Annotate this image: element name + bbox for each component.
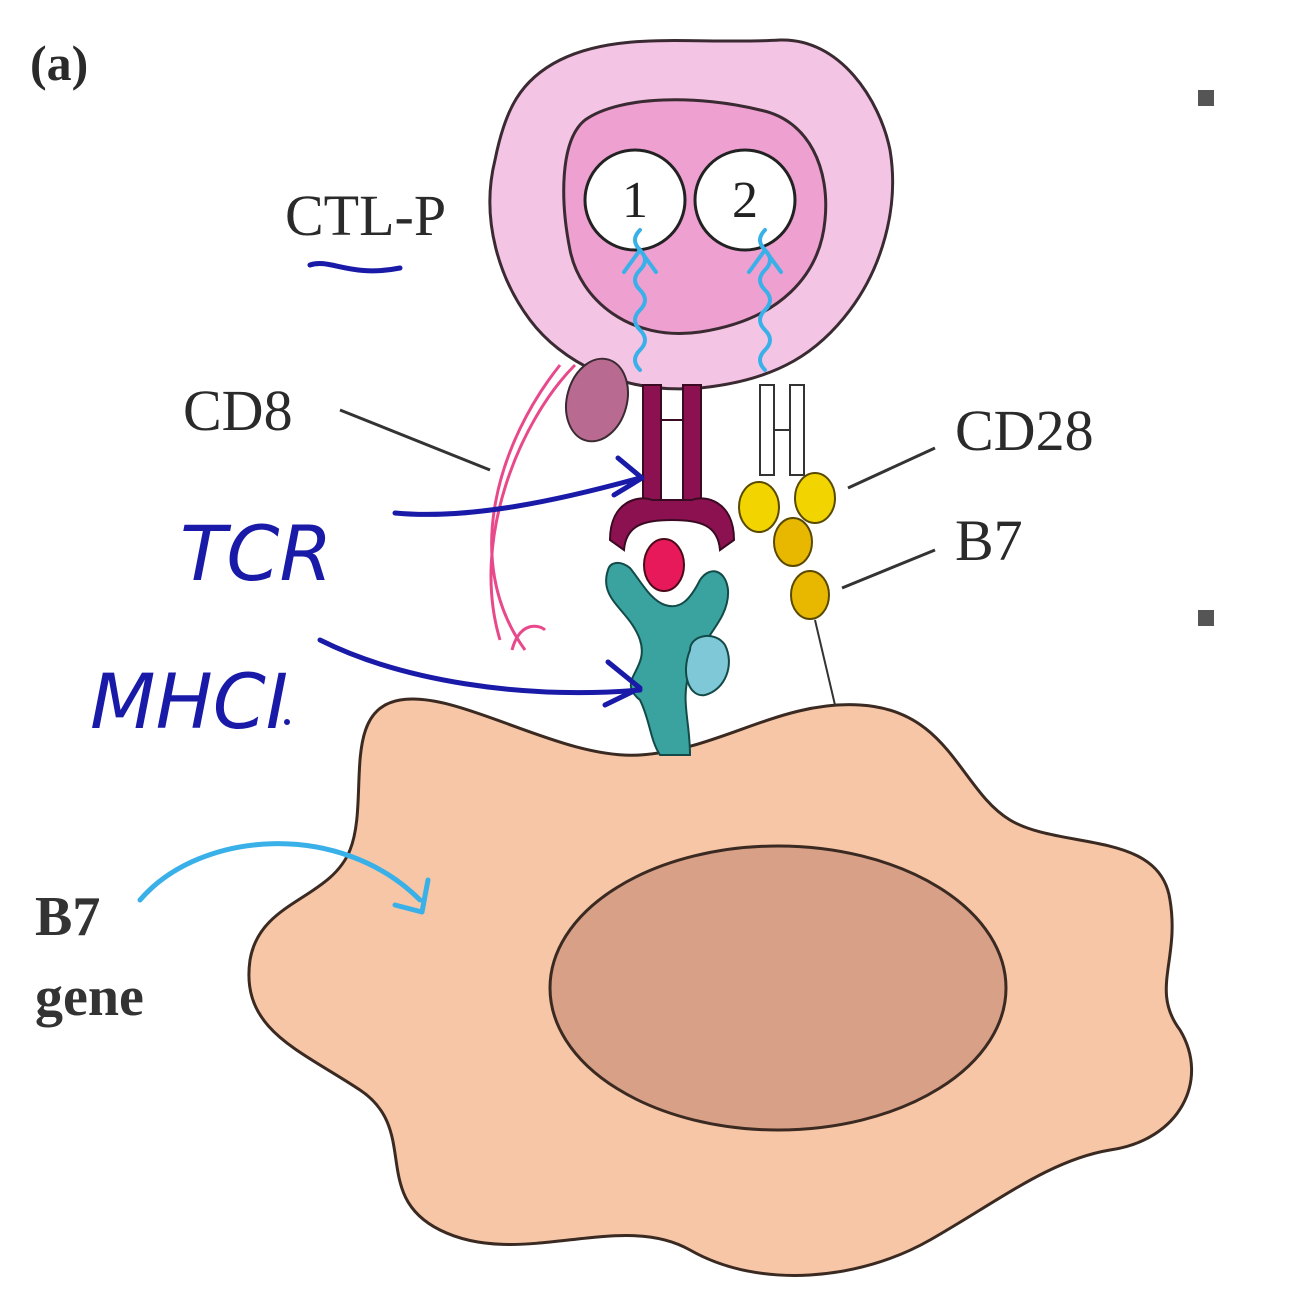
ink-dot — [284, 719, 290, 725]
cd8-leader-line — [339, 408, 491, 472]
tcr-handwritten-arrow — [392, 455, 645, 517]
panel-label: (a) — [30, 35, 88, 91]
b7-label: B7 — [955, 508, 1023, 573]
tcr-receptor — [608, 384, 736, 552]
tcr-handwritten-label: TCR — [180, 509, 332, 598]
b7-leader-line — [841, 548, 936, 590]
signal-2-circle — [693, 148, 797, 252]
mhc-class-i — [605, 562, 730, 756]
signal-2-arrow — [747, 228, 783, 372]
cd28-receptor — [759, 384, 805, 476]
cd28-leader-line — [847, 446, 936, 490]
b7-gene-label-line1: B7 — [35, 886, 100, 948]
cd8-strand-tip — [510, 624, 547, 651]
ctl-p-underline — [307, 261, 403, 274]
signal-2-label: 2 — [732, 172, 758, 229]
bullet-marker — [1198, 610, 1214, 626]
b7-stalk — [814, 619, 836, 706]
signal-1-circle — [583, 148, 687, 252]
mhci-handwritten-label: MHCI — [90, 657, 288, 746]
cd8-label: CD8 — [183, 378, 293, 443]
b7-gene-label-line2: gene — [35, 966, 144, 1028]
ctl-p-label: CTL-P — [285, 183, 446, 248]
cd8-molecule — [565, 357, 629, 443]
mhci-handwritten-arrow — [317, 637, 643, 708]
signal-1-label: 1 — [622, 172, 648, 229]
b7-gene-arrow — [137, 841, 431, 915]
cd28-label: CD28 — [955, 398, 1094, 463]
b7-cd28-complex — [738, 472, 836, 620]
apc-nucleus — [548, 844, 1008, 1132]
cd8-strand — [490, 364, 562, 651]
peptide-antigen — [643, 538, 685, 592]
cd8-strand — [489, 363, 577, 641]
bullet-marker — [1198, 90, 1214, 106]
signal-1-arrow — [622, 228, 658, 372]
